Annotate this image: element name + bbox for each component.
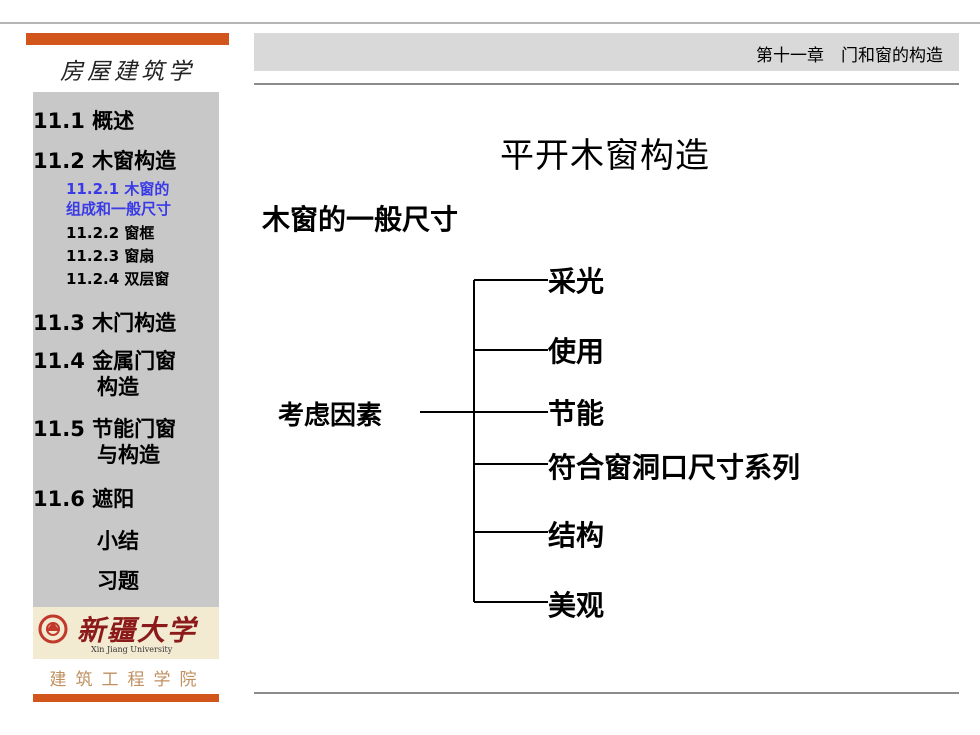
university-emblem-icon bbox=[38, 614, 68, 644]
sidebar-item-energy-saving-cont[interactable]: 与构造 bbox=[97, 443, 160, 467]
sidebar-item-overview[interactable]: 11.1 概述 bbox=[33, 109, 135, 133]
sidebar-subitem-frame[interactable]: 11.2.2 窗框 bbox=[66, 224, 155, 242]
branch-appearance: 美观 bbox=[548, 589, 605, 622]
header-divider bbox=[254, 83, 959, 85]
brand-bar-bottom bbox=[33, 694, 219, 702]
brand-bar-top bbox=[26, 33, 229, 45]
sidebar-item-shading[interactable]: 11.6 遮阳 bbox=[33, 487, 135, 511]
sidebar-item-metal-door-window-cont[interactable]: 构造 bbox=[97, 375, 139, 399]
sidebar-item-summary[interactable]: 小结 bbox=[97, 529, 139, 553]
sidebar-subitem-sash[interactable]: 11.2.3 窗扇 bbox=[66, 247, 155, 265]
sidebar-subitem-composition-2[interactable]: 组成和一般尺寸 bbox=[66, 200, 172, 218]
root-factor-label: 考虑因素 bbox=[278, 401, 383, 431]
university-name-en: Xin Jiang University bbox=[91, 645, 173, 654]
chapter-header: 第十一章 门和窗的构造 bbox=[254, 33, 959, 71]
sidebar-item-wood-door[interactable]: 11.3 木门构造 bbox=[33, 311, 177, 335]
sidebar-subitem-composition-1[interactable]: 11.2.1 木窗的 bbox=[66, 180, 170, 198]
branch-opening-size-series: 符合窗洞口尺寸系列 bbox=[548, 451, 801, 484]
footer-divider bbox=[254, 692, 959, 694]
branch-energy-saving: 节能 bbox=[548, 397, 605, 430]
sidebar-item-metal-door-window[interactable]: 11.4 金属门窗 bbox=[33, 349, 177, 373]
sidebar-nav: 11.1 概述 11.2 木窗构造 11.2.1 木窗的 组成和一般尺寸 11.… bbox=[33, 92, 219, 607]
university-logo: 新疆大学 Xin Jiang University bbox=[33, 607, 219, 659]
branch-usage: 使用 bbox=[548, 335, 605, 368]
slide-title: 平开木窗构造 bbox=[500, 136, 710, 176]
branch-daylighting: 采光 bbox=[548, 265, 605, 298]
sidebar-item-energy-saving[interactable]: 11.5 节能门窗 bbox=[33, 417, 177, 441]
section-heading: 木窗的一般尺寸 bbox=[262, 203, 459, 236]
chapter-title: 第十一章 门和窗的构造 bbox=[756, 46, 943, 66]
sidebar-item-exercises[interactable]: 习题 bbox=[97, 569, 139, 593]
college-name: 建筑工程学院 bbox=[49, 670, 206, 690]
book-title: 房屋建筑学 bbox=[60, 59, 195, 85]
branch-structure: 结构 bbox=[548, 519, 605, 552]
sidebar-subitem-double-window[interactable]: 11.2.4 双层窗 bbox=[66, 270, 170, 288]
sidebar-item-wood-window[interactable]: 11.2 木窗构造 bbox=[33, 149, 177, 173]
university-name-cn: 新疆大学 bbox=[77, 614, 198, 647]
top-divider bbox=[0, 22, 980, 24]
